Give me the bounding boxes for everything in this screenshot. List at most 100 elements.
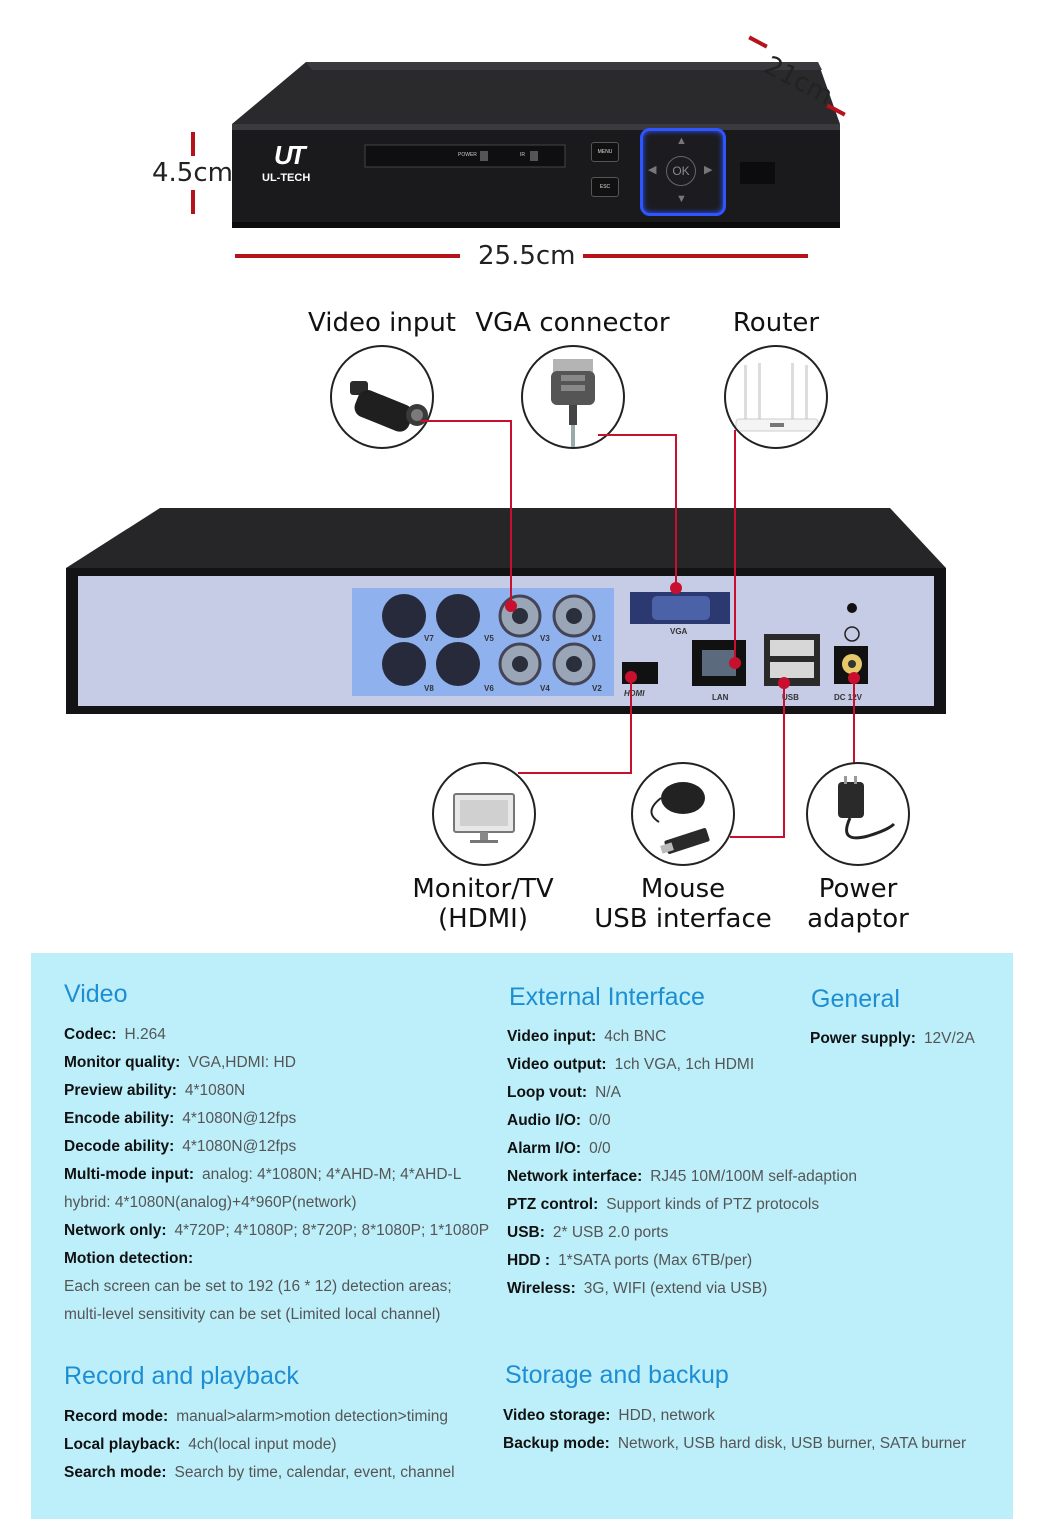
wire-router-v xyxy=(734,430,736,662)
monitor-title: Monitor/TV (HDMI) xyxy=(395,874,571,934)
spec-local-playback-label: Local playback: xyxy=(64,1436,181,1453)
spec-multimode-line-2: hybrid: 4*1080N(analog)+4*960P(network) xyxy=(64,1193,357,1213)
spec-video-storage-label: Video storage: xyxy=(503,1407,611,1424)
ok-button-label: OK xyxy=(672,164,690,178)
menu-button-label: MENU xyxy=(597,149,613,155)
spec-motion-line-1: Each screen can be set to 192 (16 * 12) … xyxy=(64,1277,452,1297)
port-label-usb: USB xyxy=(782,693,799,702)
spec-preview-label: Preview ability: xyxy=(64,1082,177,1099)
spec-wireless-value: 3G, WIFI (extend via USB) xyxy=(583,1280,768,1297)
arrow-down-icon[interactable]: ▼ xyxy=(676,193,687,205)
menu-button[interactable]: MENU xyxy=(591,142,619,162)
monitor-icon xyxy=(453,793,515,843)
port-label-v7: V7 xyxy=(424,634,434,643)
mouse-circle xyxy=(631,762,735,866)
spec-preview: Preview ability: 4*1080N xyxy=(64,1081,245,1101)
esc-button[interactable]: ESC xyxy=(591,177,619,197)
esc-button-label: ESC xyxy=(599,184,611,190)
wire-vga-v xyxy=(675,434,677,588)
spec-audio-label: Audio I/O: xyxy=(507,1112,582,1129)
spec-ptz-label: PTZ control: xyxy=(507,1196,599,1213)
vga-connector-title: VGA connector xyxy=(475,308,670,338)
spec-search-mode-label: Search mode: xyxy=(64,1464,167,1481)
height-dimension: 4.5cm xyxy=(152,158,233,188)
spec-codec-label: Codec: xyxy=(64,1026,117,1043)
spec-video-storage-value: HDD, network xyxy=(618,1407,715,1424)
power-title-line-2: adaptor xyxy=(807,904,909,934)
power-title: Power adaptor xyxy=(800,874,916,934)
ok-button[interactable]: OK xyxy=(666,156,696,186)
keypad[interactable]: ▲ ▼ ◀ ▶ OK xyxy=(640,128,726,216)
port-label-v6: V6 xyxy=(484,684,494,693)
spec-video-storage: Video storage: HDD, network xyxy=(503,1406,715,1426)
spec-loop-vout-label: Loop vout: xyxy=(507,1084,588,1101)
spec-backup-mode: Backup mode: Network, USB hard disk, USB … xyxy=(503,1434,966,1454)
monitor-title-line-1: Monitor/TV xyxy=(412,874,554,904)
dvr-rear-illustration xyxy=(66,508,946,714)
spec-monitor-quality: Monitor quality:VGA,HDMI: HD xyxy=(64,1053,296,1073)
power-title-line-1: Power xyxy=(818,874,898,904)
spec-usb: USB:2* USB 2.0 ports xyxy=(507,1223,668,1243)
mouse-usb-icon xyxy=(650,782,710,854)
router-icon xyxy=(735,363,819,432)
spec-audio: Audio I/O: 0/0 xyxy=(507,1111,611,1131)
spec-video-input-value: 4ch BNC xyxy=(604,1028,667,1045)
spec-multimode-label: Multi-mode input: xyxy=(64,1166,194,1183)
height-dim-line-b xyxy=(191,190,195,214)
spec-record-mode-value: manual>alarm>motion detection>timing xyxy=(176,1408,449,1425)
general-heading: General xyxy=(811,985,900,1013)
wire-vga-dot xyxy=(670,582,682,594)
spec-codec: Codec:H.264 xyxy=(64,1025,166,1045)
spec-record-mode: Record mode:manual>alarm>motion detectio… xyxy=(64,1407,448,1427)
spec-backup-mode-label: Backup mode: xyxy=(503,1435,610,1452)
port-label-v4: V4 xyxy=(540,684,550,693)
spec-alarm: Alarm I/O:0/0 xyxy=(507,1139,611,1159)
spec-network-only-label: Network only: xyxy=(64,1222,167,1239)
arrow-left-icon[interactable]: ◀ xyxy=(648,164,657,176)
spec-encode-value: 4*1080N@12fps xyxy=(182,1110,297,1127)
mouse-title-line-1: Mouse xyxy=(640,874,726,904)
wire-hdmi-h xyxy=(518,772,632,774)
arrow-up-icon[interactable]: ▲ xyxy=(676,135,687,147)
port-label-v1: V1 xyxy=(592,634,602,643)
power-adaptor-icon xyxy=(838,776,896,840)
spec-network-only-value: 4*720P; 4*1080P; 8*720P; 8*1080P; 1*1080… xyxy=(174,1222,490,1239)
spec-local-playback-value: 4ch(local input mode) xyxy=(188,1436,337,1453)
spec-preview-value: 4*1080N xyxy=(184,1082,246,1099)
port-label-v5: V5 xyxy=(484,634,494,643)
spec-monitor-quality-value: VGA,HDMI: HD xyxy=(188,1054,296,1071)
spec-motion-label: Motion detection: xyxy=(64,1250,194,1267)
port-label-v8: V8 xyxy=(424,684,434,693)
wire-dc-v xyxy=(853,678,855,766)
spec-network-interface: Network interface:RJ45 10M/100M self-ada… xyxy=(507,1167,857,1187)
dvr-front-illustration xyxy=(232,62,840,228)
spec-hdd-value: 1*SATA ports (Max 6TB/per) xyxy=(558,1252,753,1269)
mouse-title-line-2: USB interface xyxy=(594,904,772,934)
mouse-title: Mouse USB interface xyxy=(588,874,778,934)
spec-video-input-label: Video input: xyxy=(507,1028,597,1045)
spec-motion-value-1: Each screen can be set to 192 (16 * 12) … xyxy=(64,1278,452,1295)
arrow-right-icon[interactable]: ▶ xyxy=(704,164,713,176)
brand-label: UL-TECH xyxy=(262,172,311,184)
spec-backup-mode-value: Network, USB hard disk, USB burner, SATA… xyxy=(617,1435,967,1452)
width-dim-line-b xyxy=(583,254,808,258)
external-heading: External Interface xyxy=(509,983,705,1011)
spec-motion-value-2: multi-level sensitivity can be set (Limi… xyxy=(64,1306,441,1323)
spec-audio-value: 0/0 xyxy=(589,1112,611,1129)
wire-vga-h xyxy=(598,434,676,436)
spec-alarm-value: 0/0 xyxy=(589,1140,611,1157)
spec-search-mode: Search mode:Search by time, calendar, ev… xyxy=(64,1463,455,1483)
spec-hdd-label: HDD : xyxy=(507,1252,551,1269)
spec-power-supply-label: Power supply: xyxy=(810,1030,916,1047)
camera-icon xyxy=(350,381,428,432)
spec-video-output-value: 1ch VGA, 1ch HDMI xyxy=(614,1056,755,1073)
wire-usb-v xyxy=(783,683,785,838)
ir-label: IR xyxy=(520,152,525,158)
logo-mark: UT xyxy=(274,140,306,170)
wire-video-h xyxy=(420,420,512,422)
vga-plug-icon xyxy=(551,359,595,447)
spec-loop-vout-value: N/A xyxy=(595,1084,621,1101)
spec-multimode-value: analog: 4*1080N; 4*AHD-M; 4*AHD-L xyxy=(202,1166,462,1183)
spec-motion-line-2: multi-level sensitivity can be set (Limi… xyxy=(64,1305,440,1325)
port-label-v3: V3 xyxy=(540,634,550,643)
